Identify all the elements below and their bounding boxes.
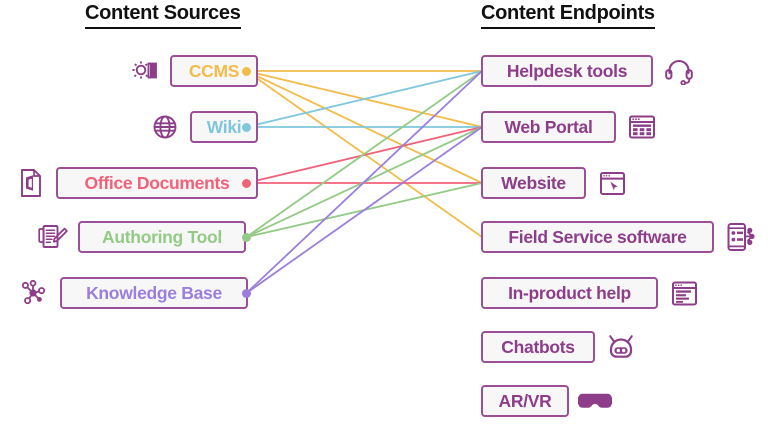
source-connector-dot-ccms xyxy=(242,66,251,76)
link-ccms-to-website xyxy=(246,70,483,184)
link-knowledge-base-to-helpdesk-tools xyxy=(245,70,483,294)
endpoint-label-ar-vr[interactable]: AR/VR xyxy=(481,385,569,417)
document-pen-icon xyxy=(36,221,70,253)
help-panel-icon xyxy=(667,277,701,309)
source-label-authoring-tool[interactable]: Authoring Tool xyxy=(78,221,246,253)
source-node-ccms[interactable]: CCMS xyxy=(128,55,258,87)
link-ccms-to-field-service-software xyxy=(245,70,483,238)
endpoint-label-field-service-software[interactable]: Field Service software xyxy=(481,221,714,253)
browser-cursor-icon xyxy=(595,167,629,199)
source-connector-dot-knowledge-base xyxy=(242,288,251,298)
endpoint-node-web-portal[interactable]: Web Portal xyxy=(481,111,659,143)
link-authoring-tool-to-helpdesk-tools xyxy=(245,70,483,238)
mobile-share-icon xyxy=(723,221,757,253)
column-title-content-sources: Content Sources xyxy=(85,2,241,29)
source-node-office-documents[interactable]: Office Documents xyxy=(14,167,258,199)
office-doc-icon xyxy=(14,167,48,199)
link-ccms-to-web-portal xyxy=(246,70,483,128)
link-authoring-tool-to-website xyxy=(246,182,483,238)
source-connector-dot-wiki xyxy=(242,122,251,132)
source-node-authoring-tool[interactable]: Authoring Tool xyxy=(36,221,246,253)
globe-icon xyxy=(148,111,182,143)
endpoint-label-website[interactable]: Website xyxy=(481,167,586,199)
dashboard-icon xyxy=(625,111,659,143)
endpoint-node-website[interactable]: Website xyxy=(481,167,629,199)
endpoint-label-chatbots[interactable]: Chatbots xyxy=(481,331,595,363)
source-connector-dot-office-documents xyxy=(242,178,251,188)
source-connector-dot-authoring-tool xyxy=(242,232,251,242)
source-node-knowledge-base[interactable]: Knowledge Base xyxy=(18,277,248,309)
link-wiki-to-helpdesk-tools xyxy=(246,70,483,128)
source-label-office-documents[interactable]: Office Documents xyxy=(56,167,258,199)
link-office-documents-to-web-portal xyxy=(246,126,483,184)
gear-book-icon xyxy=(128,55,162,87)
endpoint-node-chatbots[interactable]: Chatbots xyxy=(481,331,638,363)
endpoint-label-helpdesk-tools[interactable]: Helpdesk tools xyxy=(481,55,653,87)
endpoint-label-in-product-help[interactable]: In-product help xyxy=(481,277,658,309)
endpoint-node-in-product-help[interactable]: In-product help xyxy=(481,277,701,309)
link-knowledge-base-to-web-portal xyxy=(245,126,483,294)
source-label-knowledge-base[interactable]: Knowledge Base xyxy=(60,277,248,309)
link-authoring-tool-to-web-portal xyxy=(246,126,483,238)
endpoint-label-web-portal[interactable]: Web Portal xyxy=(481,111,616,143)
robot-icon xyxy=(604,331,638,363)
endpoint-node-ar-vr[interactable]: AR/VR xyxy=(481,385,612,417)
column-title-content-endpoints: Content Endpoints xyxy=(481,2,655,29)
endpoint-node-helpdesk-tools[interactable]: Helpdesk tools xyxy=(481,55,696,87)
node-graph-icon xyxy=(18,277,52,309)
headset-icon xyxy=(662,55,696,87)
endpoint-node-field-service-software[interactable]: Field Service software xyxy=(481,221,757,253)
vr-headset-icon xyxy=(578,385,612,417)
